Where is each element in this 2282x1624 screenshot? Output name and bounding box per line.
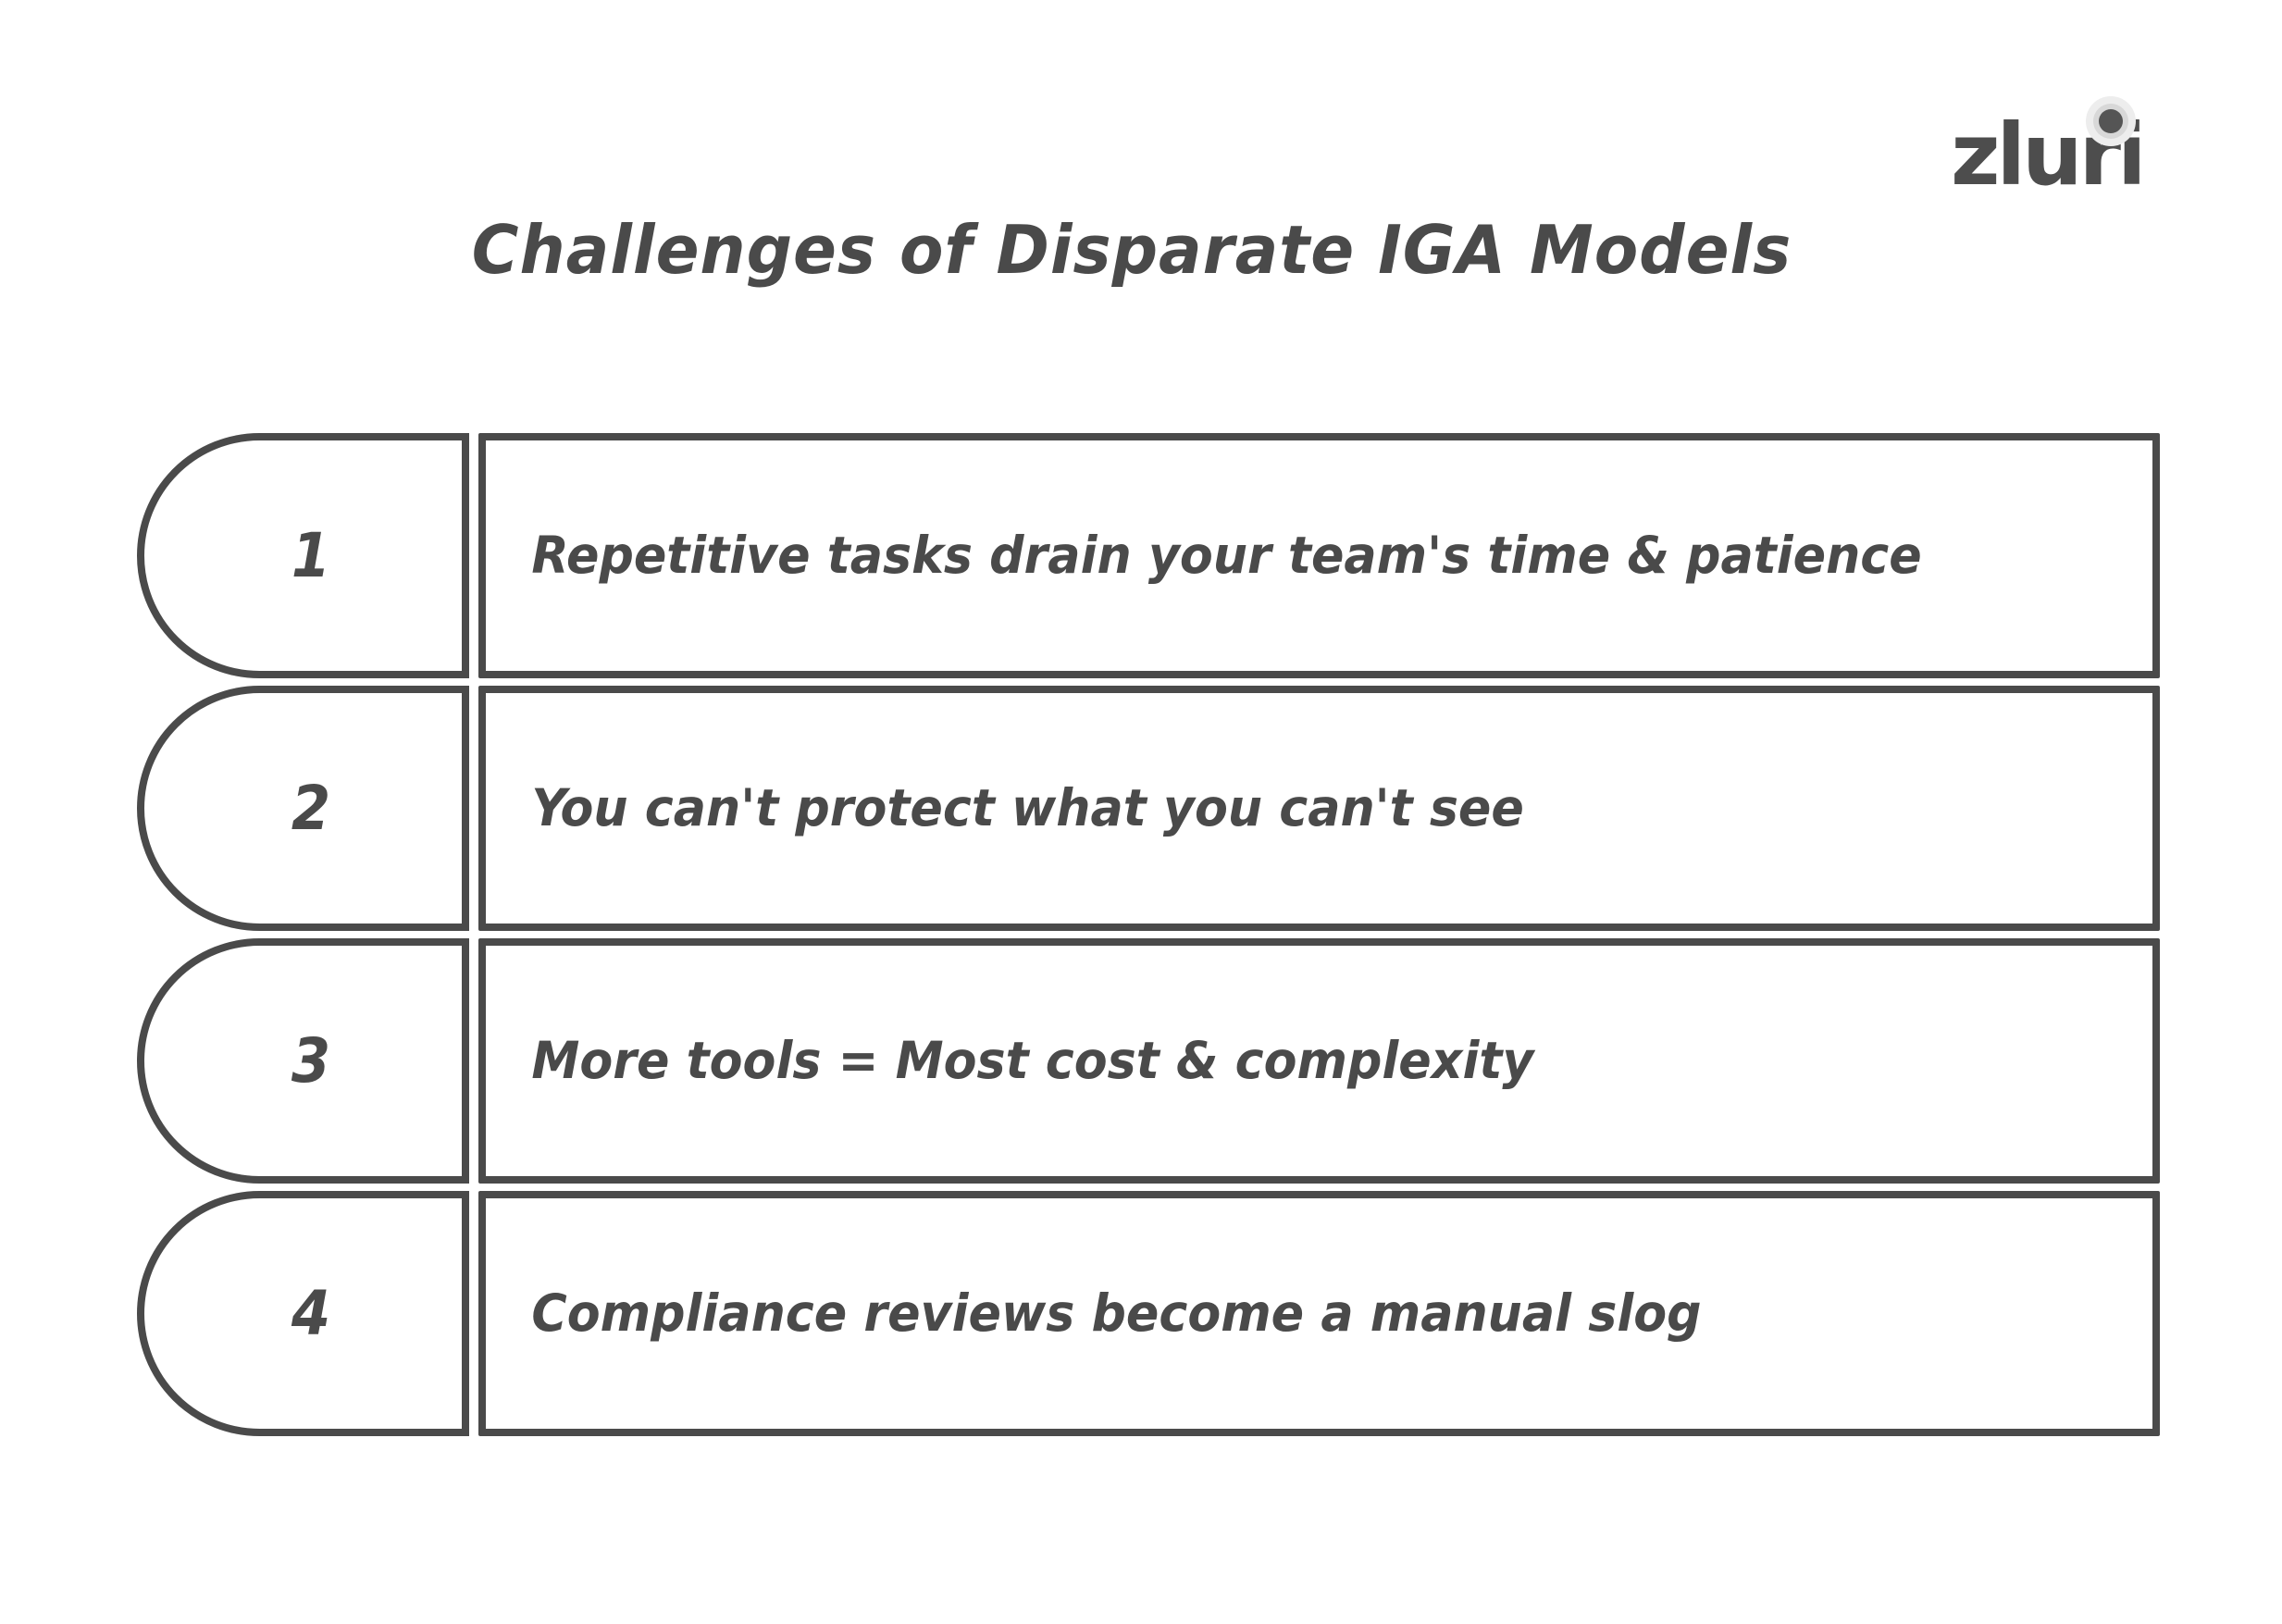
statement-box: Compliance reviews become a manual slog — [478, 1191, 2160, 1436]
badge-number-label: 2 — [291, 772, 330, 844]
statement-box: You can't protect what you can't see — [478, 686, 2160, 931]
list-item: 2 You can't protect what you can't see — [137, 686, 2160, 931]
number-badge: 4 — [137, 1191, 469, 1436]
statement-text: Repetitive tasks drain your team's time … — [531, 526, 1922, 586]
statement-text: You can't protect what you can't see — [531, 778, 1524, 838]
logo-dot-core — [2099, 109, 2123, 133]
number-badge: 2 — [137, 686, 469, 931]
statement-text: Compliance reviews become a manual slog — [531, 1283, 1702, 1344]
number-badge: 1 — [137, 433, 469, 678]
statement-box: Repetitive tasks drain your team's time … — [478, 433, 2160, 678]
page-title: Challenges of Disparate IGA Models — [471, 211, 1792, 289]
badge-number-label: 1 — [291, 519, 330, 591]
logo-dot-middle-ring — [2093, 104, 2128, 139]
list-item: 4 Compliance reviews become a manual slo… — [137, 1191, 2160, 1436]
list-item: 1 Repetitive tasks drain your team's tim… — [137, 433, 2160, 678]
number-badge: 3 — [137, 938, 469, 1184]
statement-text: More tools = Most cost & complexity — [531, 1031, 1534, 1091]
badge-number-label: 3 — [291, 1024, 330, 1097]
list-item: 3 More tools = Most cost & complexity — [137, 938, 2160, 1184]
zluri-logo: zluri — [1951, 96, 2182, 198]
challenge-list: 1 Repetitive tasks drain your team's tim… — [137, 433, 2160, 1436]
concentric-circle-dot-icon — [2086, 96, 2136, 146]
badge-number-label: 4 — [291, 1277, 330, 1349]
statement-box: More tools = Most cost & complexity — [478, 938, 2160, 1184]
